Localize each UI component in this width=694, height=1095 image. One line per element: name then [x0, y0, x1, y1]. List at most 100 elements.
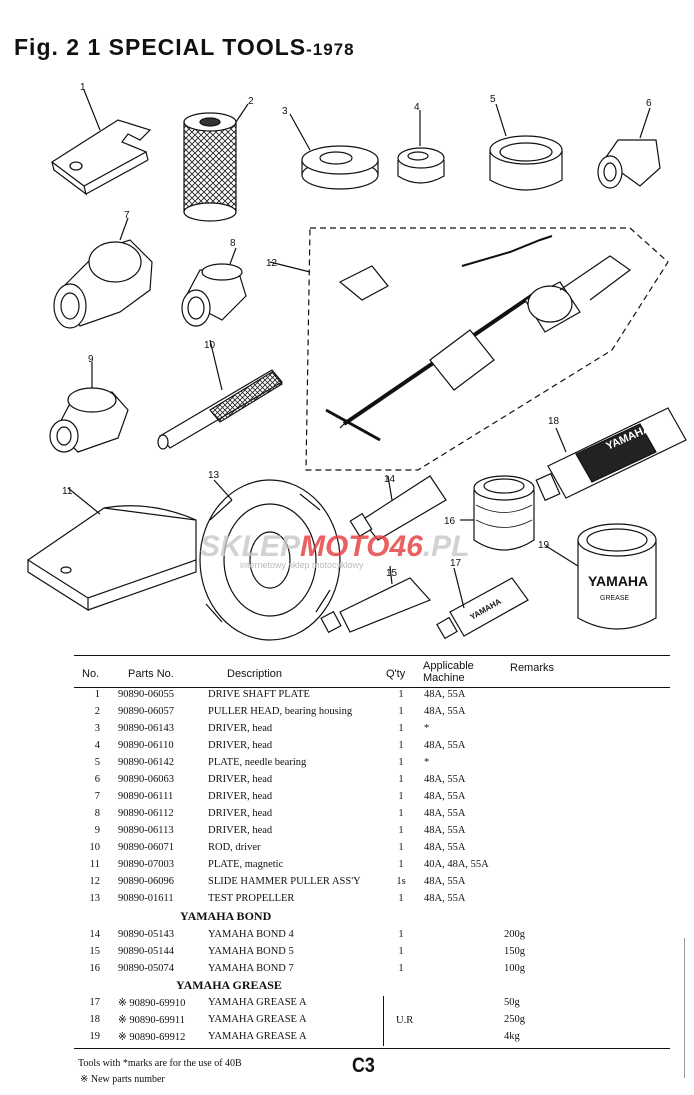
row-description: PULLER HEAD, bearing housing	[208, 706, 353, 717]
callout-1: 1	[80, 82, 86, 93]
callout-2: 2	[248, 96, 254, 107]
row-qty: 1	[398, 723, 404, 734]
row-no: 4	[94, 740, 100, 751]
page-code: C3	[352, 1054, 375, 1077]
row-description: YAMAHA BOND 7	[208, 963, 294, 974]
row-machine: 48A, 55A	[424, 706, 466, 717]
row-part-number: 90890-06096	[118, 876, 174, 887]
row-remarks: 100g	[504, 963, 525, 974]
row-qty: 1	[398, 791, 404, 802]
callout-14: 14	[384, 474, 396, 485]
row-no: 11	[89, 859, 100, 870]
row-part-number: 90890-06110	[118, 740, 174, 751]
row-description: TEST PROPELLER	[208, 893, 295, 904]
row-qty: 1	[398, 946, 404, 957]
tool-16-bond-can	[460, 475, 535, 551]
callout-16: 16	[444, 516, 456, 527]
callout-3: 3	[282, 106, 288, 117]
row-machine: 48A, 55A	[424, 808, 466, 819]
section-yamaha-grease: YAMAHA GREASE	[176, 978, 282, 992]
row-remarks: 250g	[504, 1014, 525, 1025]
row-description: YAMAHA GREASE A	[208, 997, 307, 1008]
tools-illustration: 1 2 3 4 5 6 7 8 9 10 11 12 13 14 15 16 1…	[26, 82, 687, 641]
row-part-number: 90890-05074	[118, 963, 174, 974]
callout-9: 9	[88, 354, 94, 365]
row-qty: 1	[398, 825, 404, 836]
row-no: 7	[94, 791, 100, 802]
callout-12: 12	[266, 258, 278, 269]
row-remarks: 150g	[504, 946, 525, 957]
row-qty: 1	[398, 859, 404, 870]
table-bottom-rule	[74, 1048, 670, 1049]
callout-11: 11	[62, 486, 73, 497]
row-qty: 1	[398, 893, 404, 904]
callout-6: 6	[646, 98, 652, 109]
row-no: 9	[94, 825, 100, 836]
row-description: DRIVER, head	[208, 740, 273, 751]
row-machine: 48A, 55A	[424, 740, 466, 751]
tool-8-driver	[181, 247, 247, 327]
tool-17-grease-tube	[436, 567, 529, 640]
row-description: YAMAHA BOND 5	[208, 946, 294, 957]
title-main: Fig. 2 1 SPECIAL TOOLS	[14, 34, 307, 60]
row-qty: 1s	[396, 876, 406, 887]
row-part-number: 90890-06143	[118, 723, 174, 734]
page-title: Fig. 2 1 SPECIAL TOOLS-1978	[14, 34, 355, 61]
callout-numbers: 1 2 3 4 5 6 7 8 9 10 11 12 13 14 15 16 1…	[62, 82, 652, 579]
row-qty: 1	[398, 757, 404, 768]
row-no: 14	[89, 929, 101, 940]
header-machine-line1: Applicable	[423, 660, 474, 672]
table-top-rule	[74, 655, 670, 656]
row-part-number: 90890-06071	[118, 842, 174, 853]
tool-12-slide-hammer	[269, 227, 669, 471]
callout-13: 13	[208, 470, 220, 481]
row-description: DRIVE SHAFT PLATE	[208, 689, 310, 700]
tool-5-plate	[489, 103, 563, 191]
row-remarks: 4kg	[504, 1031, 520, 1042]
row-no: 13	[89, 893, 101, 904]
header-description: Description	[227, 668, 283, 680]
row-description: PLATE, magnetic	[208, 859, 284, 870]
section-yamaha-bond: YAMAHA BOND	[180, 909, 272, 923]
row-description: DRIVER, head	[208, 808, 273, 819]
row-description: PLATE, needle bearing	[208, 757, 307, 768]
table-row: 1 90890-06055 DRIVE SHAFT PLATE 1 48A, 55A	[74, 689, 670, 706]
row-no: 15	[89, 946, 101, 957]
row-description: DRIVER, head	[208, 825, 273, 836]
header-parts-no: Parts No.	[128, 668, 174, 680]
callout-8: 8	[230, 238, 236, 249]
row-part-number: ※ 90890-69910	[118, 998, 186, 1009]
row-part-number: ※ 90890-69911	[118, 1015, 186, 1026]
grease-bracket	[383, 996, 384, 1046]
footer-note-2: ※ New parts number	[80, 1074, 165, 1085]
row-description: ROD, driver	[208, 842, 261, 853]
watermark-subtitle: internetowy sklep motocyklowy	[240, 560, 364, 570]
tool-9-driver	[49, 362, 129, 453]
row-machine: 48A, 55A	[424, 791, 466, 802]
row-machine: 40A, 48A, 55A	[424, 859, 489, 870]
callout-4: 4	[414, 102, 420, 113]
header-no: No.	[82, 668, 100, 680]
row-no: 17	[89, 997, 101, 1008]
row-qty: 1	[398, 842, 404, 853]
header-machine-line2: Machine	[423, 672, 465, 684]
row-part-number: 90890-06055	[118, 689, 174, 700]
row-remarks: 50g	[504, 997, 520, 1008]
row-description: DRIVER, head	[208, 791, 273, 802]
row-machine: *	[424, 757, 430, 768]
callout-17: 17	[450, 558, 462, 569]
row-part-number: 90890-05143	[118, 929, 174, 940]
row-machine: 48A, 55A	[424, 689, 466, 700]
row-description: SLIDE HAMMER PULLER ASS'Y	[208, 876, 361, 887]
row-machine: *	[424, 723, 430, 734]
row-qty: 1	[398, 689, 404, 700]
row-no: 1	[94, 689, 100, 700]
